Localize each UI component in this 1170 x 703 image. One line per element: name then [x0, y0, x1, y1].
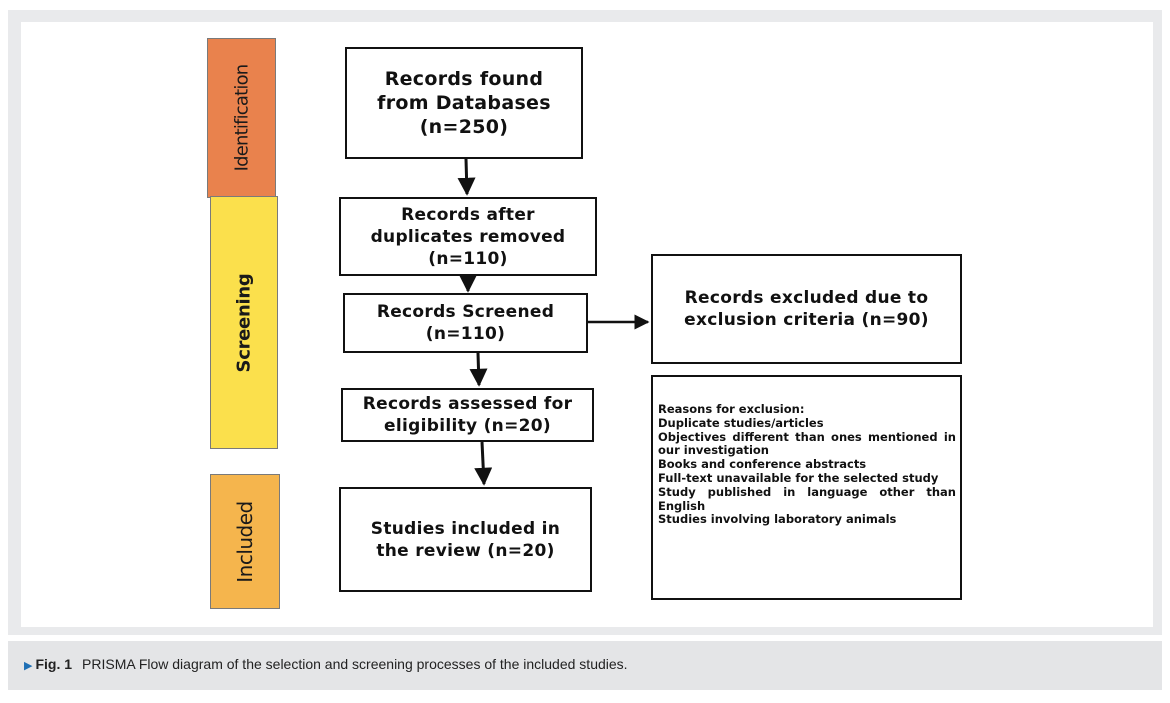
caption-bar: ▶Fig. 1 PRISMA Flow diagram of the select… — [8, 641, 1162, 690]
reason-item: Books and conference abstracts — [658, 457, 867, 472]
box-records-assessed-eligibility-text: Records assessed for eligibility (n=20) — [362, 394, 573, 436]
caption-triangle-icon: ▶ — [24, 660, 33, 672]
box-records-screened: Records Screened (n=110) — [343, 293, 588, 353]
arrow-found-to-duplicates — [457, 158, 476, 196]
box-studies-included: Studies included in the review (n=20) — [339, 487, 592, 592]
stage-identification: Identification — [207, 38, 276, 198]
box-records-found-text: Records found from Databases (n=250) — [377, 68, 551, 138]
figure-caption: ▶Fig. 1 PRISMA Flow diagram of the select… — [24, 656, 628, 672]
reason-item: Duplicate studies/articles — [658, 415, 824, 430]
stage-screening: Screening — [210, 196, 278, 449]
stage-included: Included — [210, 474, 280, 609]
arrow-screened-to-eligibility — [469, 352, 488, 387]
reason-item: Full-text unavailable for the selected s… — [658, 470, 939, 485]
reason-item: Study published in language other than E… — [658, 484, 956, 513]
arrow-eligibility-to-included — [474, 441, 493, 486]
reason-item: Objectives different than ones mentioned… — [658, 429, 956, 458]
box-records-excluded: Records excluded due to exclusion criter… — [651, 254, 962, 364]
reason-item: Studies involving laboratory animals — [658, 512, 897, 527]
box-records-found: Records found from Databases (n=250) — [345, 47, 583, 159]
box-reasons-for-exclusion: Reasons for exclusion: Duplicate studies… — [651, 375, 962, 600]
caption-text: PRISMA Flow diagram of the selection and… — [82, 656, 628, 672]
box-records-after-duplicates-text: Records after duplicates removed (n=110) — [370, 204, 566, 269]
reasons-title: Reasons for exclusion: — [658, 402, 805, 416]
box-studies-included-text: Studies included in the review (n=20) — [370, 518, 561, 561]
caption-label: Fig. 1 — [35, 656, 73, 672]
box-records-screened-text: Records Screened (n=110) — [376, 302, 555, 344]
box-records-after-duplicates: Records after duplicates removed (n=110) — [339, 197, 597, 276]
box-records-assessed-eligibility: Records assessed for eligibility (n=20) — [341, 388, 594, 442]
box-records-excluded-text: Records excluded due to exclusion criter… — [684, 288, 929, 330]
